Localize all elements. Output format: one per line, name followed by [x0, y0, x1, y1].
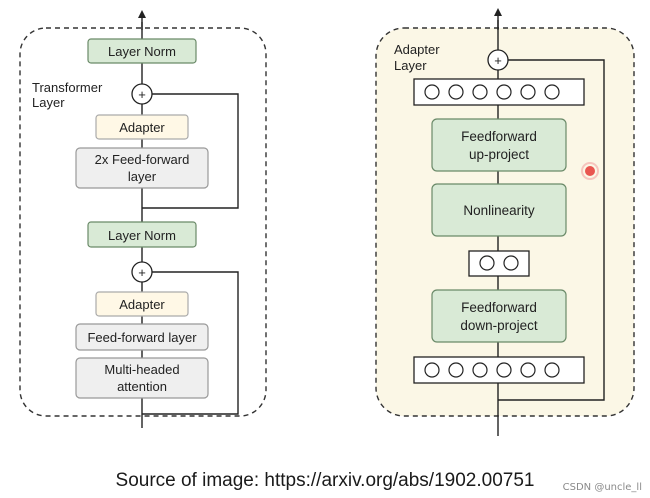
upper-add-node [131, 83, 153, 105]
double-feed-forward-label-2: layer [128, 169, 157, 184]
residual-connection-upper [142, 93, 239, 209]
pointer-dot-halo [581, 162, 599, 180]
source-caption: Source of image: https://arxiv.org/abs/1… [115, 470, 535, 491]
adapter-add-node [487, 49, 509, 71]
adapter-layer-title-1: Adapter [394, 42, 440, 57]
output-neurons [424, 84, 560, 100]
bottleneck-neuron-bar [468, 250, 530, 277]
feed-forward-layer-box [75, 323, 209, 351]
adapter-add-symbol: + [494, 53, 502, 68]
residual-connection-lower [142, 271, 239, 415]
bottleneck-neurons [479, 255, 519, 271]
double-feed-forward-box [75, 147, 209, 189]
upper-add-symbol: + [138, 87, 146, 102]
pointer-dot [585, 166, 595, 176]
feed-forward-layer-label: Feed-forward layer [87, 330, 197, 345]
multi-headed-attention-label-2: attention [117, 379, 167, 394]
nonlinearity-label: Nonlinearity [463, 203, 535, 218]
multi-headed-attention-label-1: Multi-headed [104, 362, 179, 377]
double-feed-forward-label-1: 2x Feed-forward [95, 152, 190, 167]
up-project-label-2: up-project [469, 147, 529, 162]
top-layer-norm-box [87, 38, 197, 64]
down-project-label-2: down-project [460, 318, 538, 333]
lower-add-symbol: + [138, 265, 146, 280]
upper-adapter-label: Adapter [119, 120, 165, 135]
transformer-layer-title-2: Layer [32, 95, 65, 110]
mid-layer-norm-box [87, 221, 197, 248]
lower-adapter-box [95, 291, 189, 317]
up-project-label-1: Feedforward [461, 129, 537, 144]
upper-adapter-box [95, 114, 189, 140]
lower-adapter-label: Adapter [119, 297, 165, 312]
mid-layer-norm-label: Layer Norm [108, 228, 176, 243]
up-project-box [431, 118, 567, 172]
adapter-skip-connection [498, 59, 605, 401]
lower-add-node [131, 261, 153, 283]
down-project-label-1: Feedforward [461, 300, 537, 315]
nonlinearity-box [431, 183, 567, 237]
adapter-layer-title-2: Layer [394, 58, 427, 73]
input-neurons [424, 362, 560, 378]
csdn-watermark: CSDN @uncle_ll [562, 482, 642, 493]
top-layer-norm-label: Layer Norm [108, 44, 176, 59]
transformer-layer-title-1: Transformer [32, 80, 103, 95]
multi-headed-attention-box [75, 357, 209, 399]
down-project-box [431, 289, 567, 343]
